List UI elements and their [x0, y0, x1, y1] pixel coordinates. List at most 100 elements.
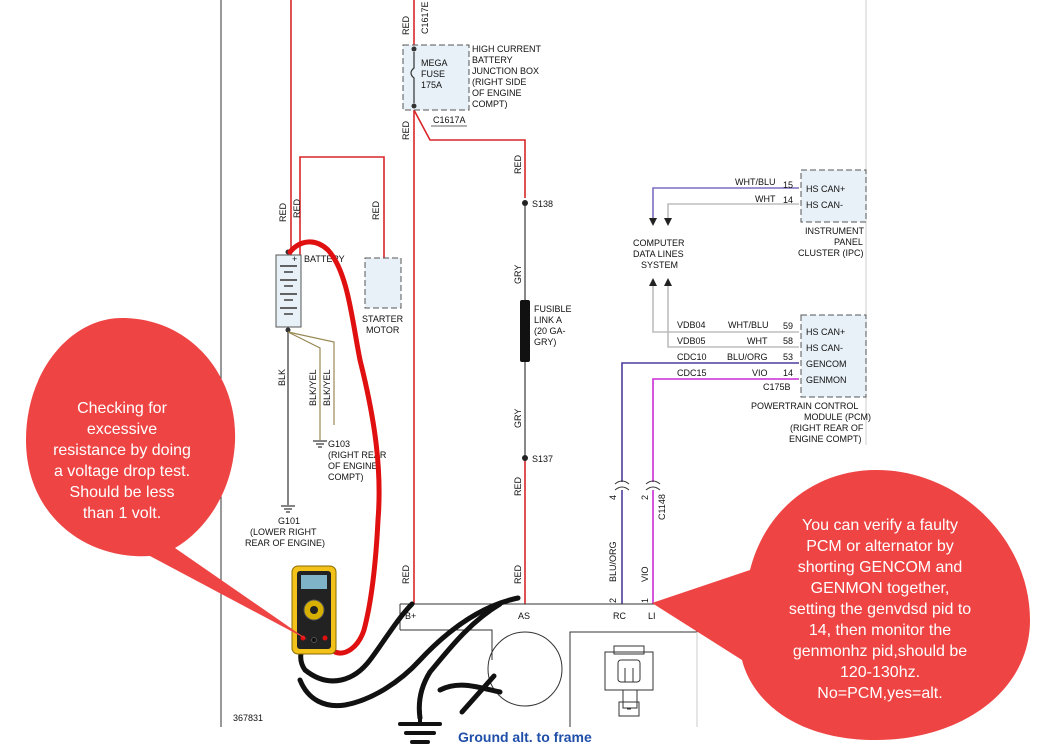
ipc-wire-2-color: WHT: [755, 194, 776, 204]
splice-s137: [522, 455, 528, 461]
wire-label-vio: VIO: [640, 566, 650, 582]
arrow-down-icon: [649, 218, 657, 226]
pcm-pin-4: 14: [783, 368, 793, 378]
alt-terminal-b-plus: B+: [405, 611, 416, 621]
mega-fuse-label-3: 175A: [421, 80, 442, 90]
pcm-signal-3: GENCOM: [806, 359, 847, 369]
data-lines-label-1: COMPUTER: [633, 238, 685, 248]
starter-motor: [364, 257, 402, 309]
pcm-pin-1: 59: [783, 321, 793, 331]
battery-post-bottom: [285, 327, 291, 333]
wire-label-gry-upper: GRY: [513, 265, 523, 284]
callout-left-line-3: resistance by doing: [53, 442, 191, 459]
pcm-signal-1: HS CAN+: [806, 327, 845, 337]
fusible-link-label-3: (20 GA-: [534, 326, 566, 336]
callout-right-line-8: 120-130hz.: [840, 664, 920, 681]
junction-box-label-4: (RIGHT SIDE: [472, 77, 526, 87]
alternator-outline: [400, 603, 698, 727]
g103-label-4: COMPT): [328, 472, 364, 482]
junction-box-label-2: BATTERY: [472, 55, 513, 65]
pcm-can-minus-wire: [667, 286, 799, 348]
blk-yel-wire-2: [287, 331, 335, 425]
wire-label-red-as: RED: [513, 564, 523, 584]
pcm-signal-2: HS CAN-: [806, 343, 843, 353]
wire-label-red-s138: RED: [513, 154, 523, 174]
wire-label-red-top: RED: [401, 15, 411, 35]
connector-c1148: C1148: [657, 494, 667, 520]
callout-left-line-5: Should be less: [70, 484, 175, 501]
battery-cells-icon: [280, 265, 297, 315]
alternator-rotor-icon: [487, 631, 563, 707]
c1148-connector-icon: [614, 480, 661, 491]
hand-drawn-ground-icon: [398, 710, 442, 744]
wire-label-red-batt: RED: [278, 202, 288, 222]
pcm-label-1: POWERTRAIN CONTROL: [751, 401, 858, 411]
arrow-down-icon: [664, 218, 672, 226]
starter-label-2: MOTOR: [366, 325, 400, 335]
data-lines-label-2: DATA LINES: [633, 249, 684, 259]
alt-terminal-as: AS: [518, 611, 530, 621]
genmon-wire: [652, 378, 799, 482]
c1148-pin-left: 4: [608, 495, 618, 500]
ground-caption: Ground alt. to frame: [458, 729, 592, 745]
g103-label-3: OF ENGINE: [328, 461, 378, 471]
mega-fuse-label-1: MEGA: [421, 58, 448, 68]
pcm-box: [800, 314, 867, 398]
wire-label-red-bplus: RED: [401, 564, 411, 584]
rc-pin-number: 2: [608, 598, 618, 603]
fusible-link-label-1: FUSIBLE: [534, 304, 572, 314]
pcm-circuit-2: VDB05: [677, 336, 706, 346]
callout-left-line-1: Checking for: [77, 400, 167, 417]
callout-left-line-6: than 1 volt.: [83, 505, 161, 522]
pcm-can-plus-wire: [652, 286, 799, 333]
callout-right-line-9: No=PCM,yes=alt.: [817, 685, 942, 702]
pcm-wire-1: WHT/BLU: [728, 320, 769, 330]
g101-label-1: G101: [278, 516, 300, 526]
ground-strap-link: [437, 682, 503, 695]
pcm-pin-3: 53: [783, 352, 793, 362]
g103-label-1: G103: [328, 439, 350, 449]
wire-label-gry-lower: GRY: [513, 409, 523, 428]
pcm-wire-4: VIO: [752, 368, 768, 378]
g101-label-3: REAR OF ENGINE): [245, 538, 325, 548]
fusible-link-label-2: LINK A: [534, 315, 562, 325]
pcm-signal-4: GENMON: [806, 375, 847, 385]
battery: [275, 254, 302, 328]
red-wire-to-s138: [413, 109, 526, 198]
connector-c1617e: C1617E: [420, 1, 430, 34]
ipc-can-plus-wire: [652, 187, 799, 222]
alt-terminal-li: LI: [648, 611, 656, 621]
fuse-terminal-top: [411, 46, 417, 52]
pcm-circuit-3: CDC10: [677, 352, 707, 362]
splice-s137-label: S137: [532, 454, 553, 464]
battery-label: BATTERY: [304, 254, 345, 264]
splice-s138: [522, 200, 528, 206]
pcm-circuit-4: CDC15: [677, 368, 707, 378]
pcm-label-3: (RIGHT REAR OF: [790, 423, 864, 433]
connector-c175b: C175B: [763, 382, 791, 392]
junction-box-label-5: OF ENGINE: [472, 88, 522, 98]
junction-box-label-6: COMPT): [472, 99, 508, 109]
ground-cross-mark: [459, 673, 497, 715]
callout-right-line-2: PCM or alternator by: [806, 538, 954, 555]
ipc-label-3: CLUSTER (IPC): [798, 248, 864, 258]
alt-terminal-rc: RC: [613, 611, 626, 621]
callout-left-bubble: [26, 318, 308, 640]
test-lead-red: [287, 239, 382, 656]
wire-label-blk: BLK: [277, 369, 287, 386]
alternator-inner-outline: [400, 629, 493, 660]
pcm-label-2: MODULE (PCM): [804, 412, 871, 422]
splice-s138-label: S138: [532, 199, 553, 209]
g101-label-2: (LOWER RIGHT: [250, 527, 317, 537]
callout-right-line-3: shorting GENCOM and: [798, 559, 963, 576]
red-wire-starter: [299, 156, 385, 258]
ipc-label-1: INSTRUMENT: [805, 226, 864, 236]
ipc-box: [800, 169, 867, 223]
callout-left-line-4: a voltage drop test.: [54, 463, 190, 480]
data-lines-label-3: SYSTEM: [641, 260, 678, 270]
callout-right-line-4: GENMON together,: [811, 580, 950, 597]
alternator-connector-icon: [604, 645, 654, 717]
ipc-wire-1-pin: 15: [783, 180, 793, 190]
figure-id: 367831: [233, 713, 263, 723]
